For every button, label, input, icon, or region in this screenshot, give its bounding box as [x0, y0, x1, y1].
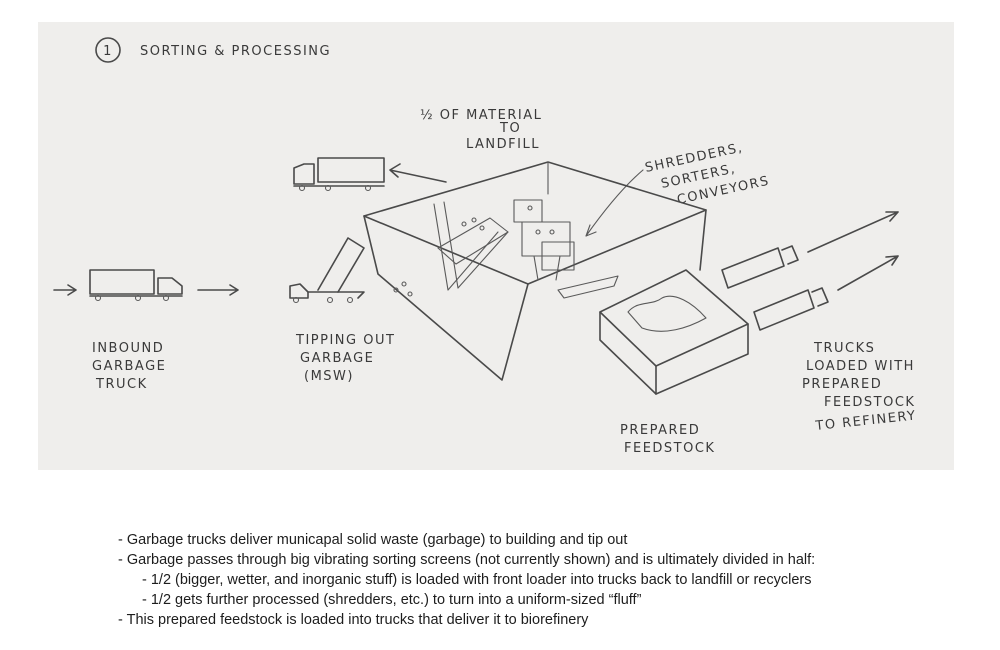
landfill-label-line1: ½ OF MATERIAL	[420, 108, 542, 123]
landfill-truck-icon	[293, 157, 385, 192]
trucks-label-line4: FEEDSTOCK	[824, 395, 915, 410]
sketch-panel: 1 SORTING & PROCESSING ½ OF MATERIAL TO …	[38, 22, 954, 470]
sorting-machinery-icon	[393, 199, 619, 299]
inbound-label-line1: INBOUND	[92, 341, 164, 356]
note-line-4: - 1/2 gets further processed (shredders,…	[142, 592, 642, 608]
trucks-label-line1: TRUCKS	[813, 341, 875, 356]
note-line-5: - This prepared feedstock is loaded into…	[118, 612, 589, 628]
note-line-1: - Garbage trucks deliver municapal solid…	[118, 532, 628, 548]
inbound-truck-icon	[89, 269, 183, 302]
landfill-label-line2: TO	[499, 121, 521, 136]
step-number-circle	[95, 37, 121, 63]
feedstock-arrow-2-icon	[837, 255, 899, 291]
note-line-2: - Garbage passes through big vibrating s…	[118, 552, 816, 568]
trucks-label-line2: LOADED WITH	[806, 359, 915, 374]
feedstock-bin-icon	[599, 269, 749, 395]
process-sketch: 1 SORTING & PROCESSING ½ OF MATERIAL TO …	[53, 37, 917, 456]
trucks-label-line5: TO REFINERY	[814, 408, 917, 434]
tipping-label-line1: TIPPING OUT	[295, 333, 395, 348]
tipping-truck-icon	[289, 237, 365, 304]
landfill-label-line3: LANDFILL	[466, 137, 540, 152]
inbound-label-line3: TRUCK	[95, 377, 148, 392]
feedstock-label-line1: PREPARED	[620, 423, 700, 438]
tipping-label-line2: GARBAGE	[300, 351, 374, 366]
inbound-arrow-out-icon	[197, 284, 239, 296]
process-notes: - Garbage trucks deliver municapal solid…	[118, 530, 958, 630]
trucks-label-line3: PREPARED	[802, 377, 882, 392]
feedstock-truck-2-icon	[753, 287, 829, 331]
feedstock-arrow-1-icon	[807, 211, 899, 253]
step-number: 1	[103, 44, 113, 59]
shredders-pointer-icon	[585, 169, 644, 237]
diagram-title: SORTING & PROCESSING	[140, 44, 331, 59]
feedstock-label-line2: FEEDSTOCK	[624, 441, 715, 456]
tipping-label-line3: (MSW)	[304, 369, 354, 384]
feedstock-truck-1-icon	[721, 245, 799, 289]
note-line-3: - 1/2 (bigger, wetter, and inorganic stu…	[142, 572, 812, 588]
processing-building-icon	[363, 161, 707, 381]
inbound-label-line2: GARBAGE	[92, 359, 166, 374]
inbound-arrow-in-icon	[53, 284, 77, 296]
arrow-to-landfill-truck-icon	[389, 163, 447, 183]
